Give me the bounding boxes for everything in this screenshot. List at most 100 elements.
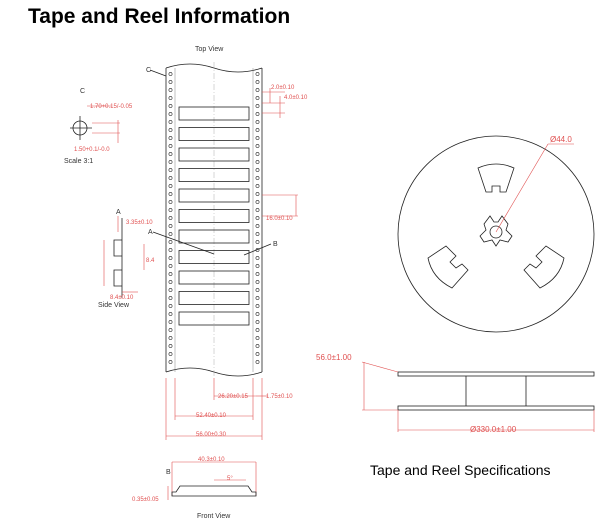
sprocket-hole bbox=[168, 248, 173, 252]
front-view-label: Front View bbox=[197, 513, 231, 520]
tape-pocket bbox=[178, 311, 250, 326]
dim-hole-dia2-label: 1.50+0.1/-0.0 bbox=[74, 147, 110, 153]
reel-window-left bbox=[427, 245, 469, 289]
sprocket-hole bbox=[255, 256, 260, 260]
sprocket-hole bbox=[255, 96, 260, 100]
sprocket-hole bbox=[255, 128, 260, 132]
sprocket-hole bbox=[168, 312, 173, 316]
letter-b-front: B bbox=[166, 469, 171, 476]
reel-outer-circle bbox=[397, 135, 595, 333]
side-view-pocket-2 bbox=[113, 269, 122, 287]
reel-window-right bbox=[523, 245, 565, 289]
sprocket-hole bbox=[255, 176, 260, 180]
sprocket-hole bbox=[168, 144, 173, 148]
sprocket-hole bbox=[168, 288, 173, 292]
letter-c-top: C bbox=[146, 67, 151, 74]
sprocket-hole bbox=[255, 352, 260, 356]
sprocket-hole bbox=[255, 136, 260, 140]
sprocket-hole bbox=[168, 240, 173, 244]
sprocket-hole bbox=[168, 296, 173, 300]
sprocket-hole bbox=[255, 296, 260, 300]
dim-inner-width-label: 52.40±0.10 bbox=[196, 413, 227, 419]
page-title: Tape and Reel Information bbox=[28, 5, 291, 28]
reel-window-top bbox=[477, 163, 515, 193]
sprocket-hole bbox=[255, 120, 260, 124]
letter-a-side: A bbox=[116, 209, 121, 216]
letter-c-detail: C bbox=[80, 88, 85, 95]
sprocket-hole bbox=[168, 128, 173, 132]
reel-hub bbox=[479, 215, 513, 247]
sprocket-hole bbox=[168, 336, 173, 340]
sprocket-hole bbox=[168, 344, 173, 348]
sprocket-hole bbox=[168, 352, 173, 356]
sprocket-hole bbox=[168, 200, 173, 204]
tape-pockets bbox=[178, 106, 250, 326]
sprocket-hole bbox=[168, 216, 173, 220]
reel-side-top-flange bbox=[397, 371, 595, 377]
sprocket-holes-left bbox=[168, 72, 173, 364]
reel-hub-leader bbox=[495, 143, 549, 233]
side-view-label: Side View bbox=[98, 302, 130, 309]
sprocket-hole bbox=[255, 360, 260, 364]
sprocket-hole bbox=[168, 184, 173, 188]
dim-pocket-offset-label: 26.20±0.15 bbox=[218, 394, 249, 400]
sprocket-hole bbox=[255, 264, 260, 268]
letter-b-right: B bbox=[273, 241, 278, 248]
sprocket-hole bbox=[168, 264, 173, 268]
dim-tape-width-label: 56.00±0.30 bbox=[196, 432, 227, 438]
tape-pocket bbox=[178, 291, 250, 305]
dim-side-b-label: 8.4 bbox=[146, 258, 155, 264]
reel-hub-dia-label: Ø44.0 bbox=[550, 135, 572, 144]
sprocket-hole bbox=[168, 320, 173, 324]
dim-side-bottom-label: 8.4±0.10 bbox=[110, 295, 134, 301]
sprocket-hole bbox=[168, 272, 173, 276]
sprocket-hole bbox=[168, 360, 173, 364]
dim-front-thickness-label: 0.35±0.05 bbox=[132, 497, 159, 503]
reel-hub-center bbox=[489, 225, 503, 239]
sprocket-hole bbox=[168, 80, 173, 84]
tape-pocket bbox=[178, 209, 250, 223]
sprocket-hole bbox=[168, 328, 173, 332]
sprocket-hole bbox=[255, 112, 260, 116]
reel-width-ext-top bbox=[361, 361, 399, 373]
sprocket-hole bbox=[255, 152, 260, 156]
tape-pocket bbox=[178, 270, 250, 285]
sprocket-hole bbox=[168, 136, 173, 140]
reel-width-label: 56.0±1.00 bbox=[316, 353, 352, 362]
sprocket-hole bbox=[168, 104, 173, 108]
top-view-label: Top View bbox=[195, 46, 224, 53]
dim-sprocket-pitch-label: 4.0±0.10 bbox=[284, 95, 308, 101]
sprocket-hole bbox=[168, 96, 173, 100]
sprocket-hole bbox=[168, 304, 173, 308]
leader-a bbox=[152, 231, 215, 255]
sprocket-hole bbox=[255, 192, 260, 196]
sprocket-hole bbox=[168, 176, 173, 180]
dim-edge-offset-label: 1.75±0.10 bbox=[266, 394, 293, 400]
front-view-profile bbox=[171, 485, 257, 497]
tape-pocket bbox=[178, 168, 250, 182]
sprocket-hole bbox=[255, 240, 260, 244]
sprocket-hole bbox=[168, 112, 173, 116]
leader-b bbox=[243, 243, 272, 256]
sprocket-hole bbox=[255, 344, 260, 348]
sprocket-hole bbox=[255, 184, 260, 188]
sprocket-hole bbox=[168, 224, 173, 228]
sprocket-hole bbox=[168, 72, 173, 76]
sprocket-hole bbox=[255, 168, 260, 172]
scale-label: Scale 3:1 bbox=[64, 158, 93, 165]
tape-pocket bbox=[178, 250, 250, 264]
dim-pocket-pitch-label: 16.0±0.10 bbox=[266, 216, 293, 222]
sprocket-hole bbox=[255, 224, 260, 228]
sprocket-holes-right bbox=[255, 72, 260, 364]
dim-thickness-a-label: 3.35±0.10 bbox=[126, 220, 153, 226]
spec-caption: Tape and Reel Specifications bbox=[370, 462, 551, 478]
sprocket-hole bbox=[168, 256, 173, 260]
sprocket-hole bbox=[255, 232, 260, 236]
sprocket-hole bbox=[255, 336, 260, 340]
sprocket-hole bbox=[168, 280, 173, 284]
dim-hole-pitch-label: 2.0±0.10 bbox=[271, 85, 295, 91]
tape-pocket bbox=[178, 127, 250, 141]
sprocket-hole bbox=[255, 144, 260, 148]
side-view-pocket-1 bbox=[113, 239, 122, 257]
